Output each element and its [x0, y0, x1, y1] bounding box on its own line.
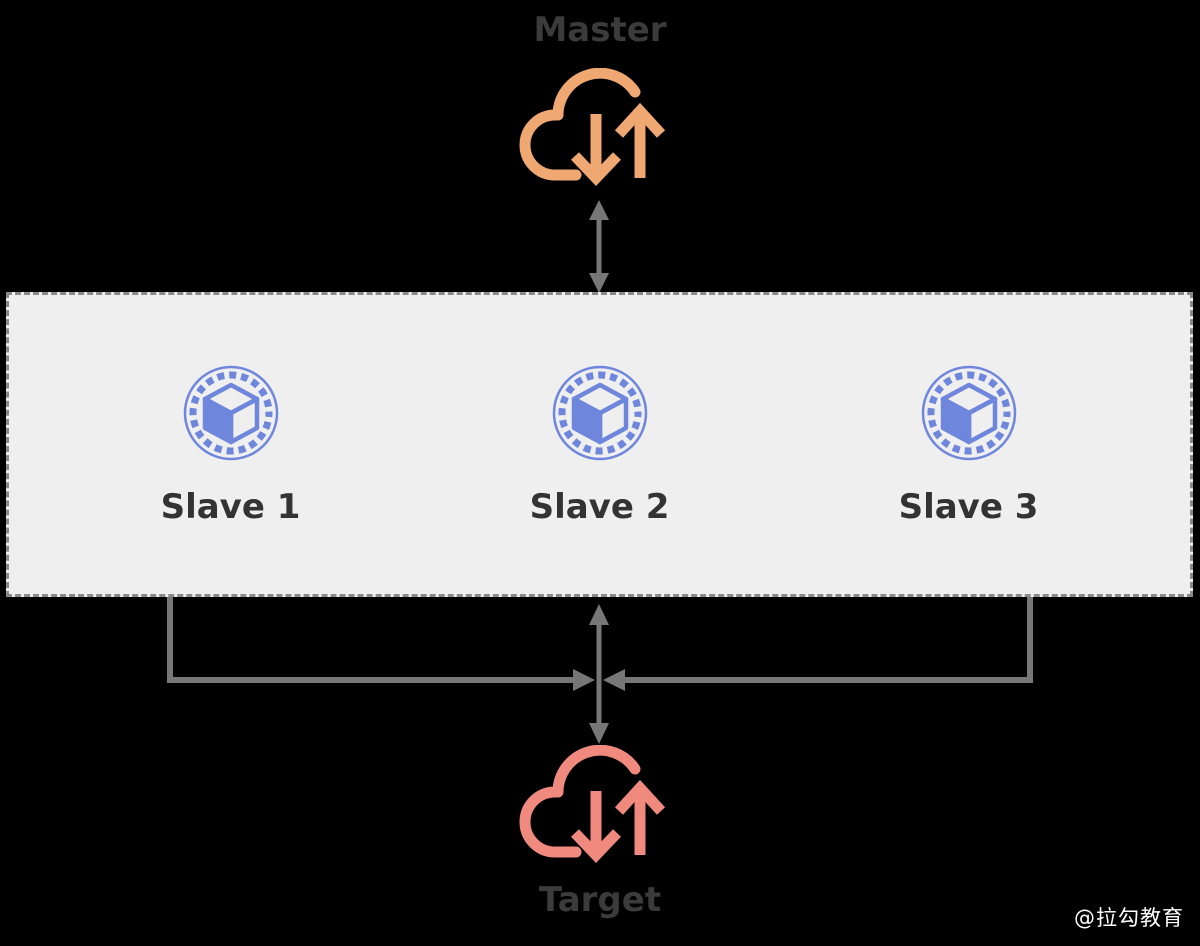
cube-node-icon: [550, 363, 650, 463]
cloud-sync-icon: [513, 744, 688, 870]
master-label: Master: [533, 10, 667, 50]
slave-node-label: Slave 3: [898, 486, 1039, 527]
target-label: Target: [538, 880, 662, 920]
cloud-sync-icon: [513, 67, 688, 193]
connector-cluster-to-target: [589, 604, 609, 744]
master-node[interactable]: Master: [450, 8, 750, 203]
slave-node-1[interactable]: Slave 1: [101, 363, 361, 527]
slave-cluster-box: [6, 292, 1193, 597]
cube-node-icon: [919, 363, 1019, 463]
connector-cluster-bus-left: [167, 597, 595, 691]
target-node[interactable]: Target: [450, 744, 750, 925]
slave-node-label: Slave 1: [160, 486, 301, 527]
slave-node-label: Slave 2: [529, 486, 670, 527]
connector-cluster-bus-right: [603, 597, 1033, 691]
cube-node-icon: [181, 363, 281, 463]
watermark-text: @拉勾教育: [1074, 906, 1184, 930]
slave-node-2[interactable]: Slave 2: [470, 363, 730, 527]
slave-node-3[interactable]: Slave 3: [839, 363, 1099, 527]
connector-master-to-cluster: [589, 200, 609, 293]
slave-cluster-row: Slave 1 Slave 2: [6, 292, 1193, 597]
